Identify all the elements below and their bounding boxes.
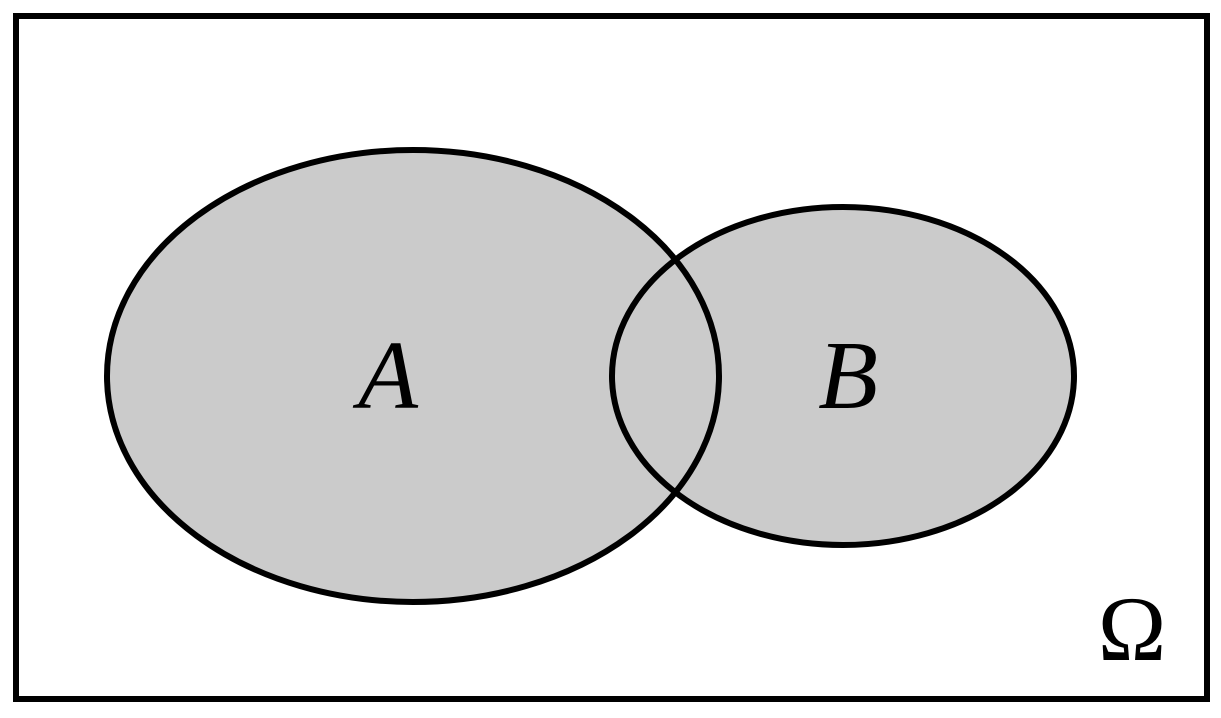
set-b-ellipse xyxy=(609,204,1077,548)
set-b-fill xyxy=(612,207,1074,545)
universe-label: Ω xyxy=(1098,578,1166,680)
set-a-fill xyxy=(107,150,719,602)
set-a-label: A xyxy=(352,322,419,430)
set-b-label: B xyxy=(818,322,878,430)
set-a-ellipse xyxy=(104,147,722,605)
